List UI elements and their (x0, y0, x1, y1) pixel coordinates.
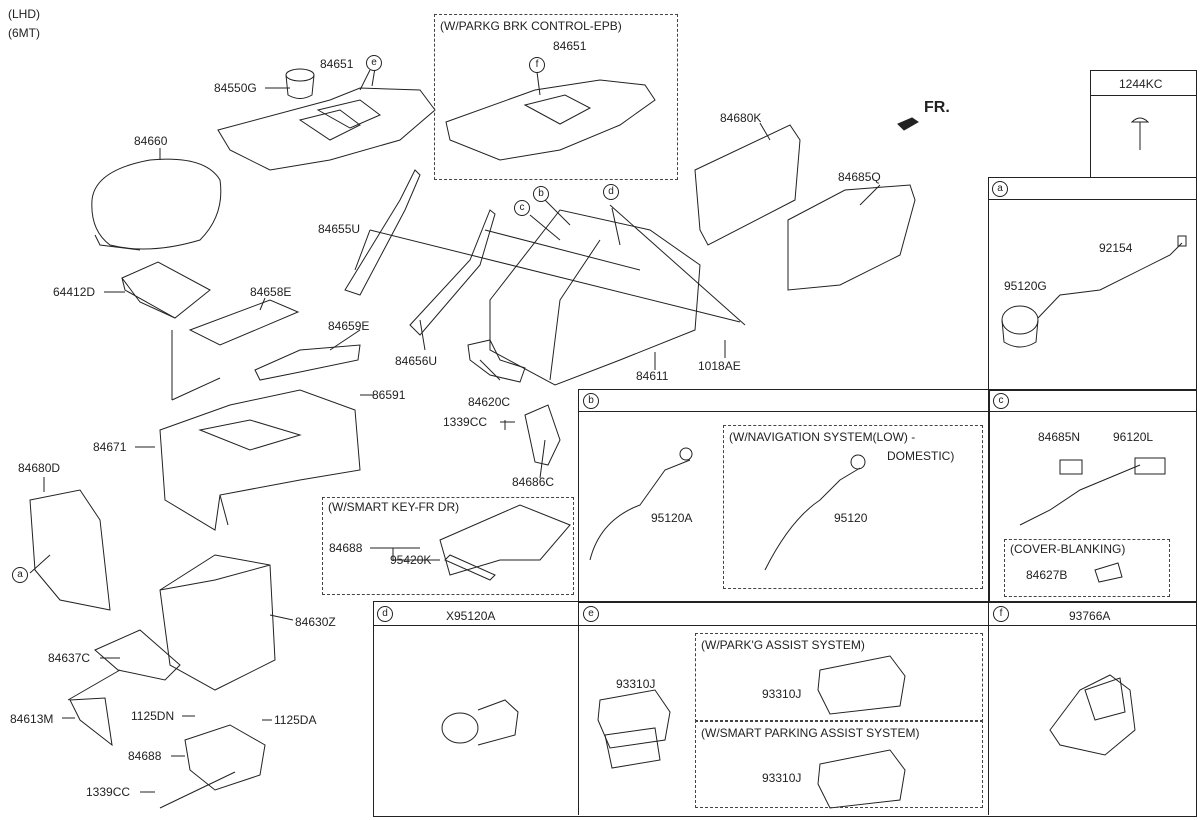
part-84686C: 84686C (512, 475, 555, 489)
part-84671: 84671 (93, 440, 127, 454)
part-93310J-park-assist: 93310J (762, 687, 802, 701)
part-84637C: 84637C (48, 651, 91, 665)
part-84659E: 84659E (328, 319, 370, 333)
part-84680D: 84680D (18, 461, 61, 475)
drive-side-label: (LHD) (8, 7, 40, 21)
panel-1244KC-title: 1244KC (1119, 77, 1163, 91)
part-95420K: 95420K (390, 553, 432, 567)
part-95120A: 95120A (651, 511, 693, 525)
smart-parking-variant-label: (W/SMART PARKING ASSIST SYSTEM) (701, 726, 920, 740)
cover-blanking-box (1004, 539, 1170, 597)
part-84658E: 84658E (250, 285, 292, 299)
part-84620C: 84620C (468, 395, 511, 409)
part-95120G: 95120G (1004, 279, 1047, 293)
panel-d-e-divider (578, 601, 579, 815)
part-84688-lower: 84688 (128, 749, 162, 763)
panel-a (988, 177, 1197, 391)
panel-c-letter: c (993, 393, 1009, 409)
part-84655U: 84655U (318, 222, 361, 236)
callout-f: f (529, 57, 545, 73)
smart-parking-variant-box (695, 720, 983, 808)
part-95120: 95120 (834, 511, 868, 525)
smart-key-variant-label: (W/SMART KEY-FR DR) (328, 500, 460, 514)
callout-d: d (603, 184, 619, 200)
part-1339CC-lower: 1339CC (86, 785, 131, 799)
panel-a-divider (988, 199, 1196, 200)
navigation-variant-box (723, 425, 983, 589)
lower-panels-frame (373, 601, 1197, 817)
front-direction-label: FR. (924, 99, 950, 116)
part-84630Z: 84630Z (295, 615, 336, 629)
panel-b-letter: b (583, 393, 599, 409)
transmission-label: (6MT) (8, 26, 40, 40)
part-86591: 86591 (372, 388, 406, 402)
panel-a-letter: a (992, 181, 1008, 197)
part-93310J-smart-parking: 93310J (762, 771, 802, 785)
panel-c (988, 389, 1197, 603)
part-84688-smart-key: 84688 (329, 541, 363, 555)
part-1125DN: 1125DN (131, 709, 175, 723)
park-assist-variant-label: (W/PARK'G ASSIST SYSTEM) (701, 638, 865, 652)
part-93310J: 93310J (616, 677, 656, 691)
epb-variant-box (434, 14, 678, 180)
part-84613M: 84613M (10, 712, 54, 726)
part-84651: 84651 (320, 57, 354, 71)
part-1125DA: 1125DA (274, 713, 317, 727)
part-84627B: 84627B (1026, 568, 1068, 582)
callout-e: e (366, 55, 382, 71)
panel-def-header-divider (373, 625, 1196, 626)
callout-a: a (12, 567, 28, 583)
part-84685Q: 84685Q (838, 170, 881, 184)
epb-variant-label: (W/PARKG BRK CONTROL-EPB) (440, 19, 622, 33)
callout-c: c (514, 200, 530, 216)
part-92154: 92154 (1099, 241, 1133, 255)
panel-d-letter: d (377, 606, 393, 622)
part-84550G: 84550G (214, 81, 257, 95)
part-84611: 84611 (636, 369, 669, 383)
part-84660: 84660 (134, 134, 168, 148)
part-84651-epb: 84651 (553, 39, 587, 53)
part-96120L: 96120L (1113, 430, 1154, 444)
part-1339CC-upper: 1339CC (443, 415, 488, 429)
callout-b: b (533, 186, 549, 202)
panel-f-letter: f (993, 606, 1009, 622)
part-1018AE: 1018AE (698, 359, 741, 373)
part-84656U: 84656U (395, 354, 438, 368)
panel-f-title: 93766A (1069, 609, 1111, 623)
part-84685N: 84685N (1038, 430, 1081, 444)
panel-b (578, 389, 990, 603)
panel-b-divider (578, 411, 1196, 412)
panel-e-letter: e (583, 606, 599, 622)
part-84680K: 84680K (720, 111, 762, 125)
panel-1244KC-divider (1090, 95, 1196, 96)
panel-e-f-divider (988, 601, 989, 815)
part-64412D: 64412D (53, 285, 96, 299)
smart-key-variant-box (322, 497, 574, 595)
panel-d-title: X95120A (446, 609, 496, 623)
park-assist-variant-box (695, 633, 983, 722)
navigation-variant-label-2: DOMESTIC) (887, 449, 955, 463)
cover-blanking-label: (COVER-BLANKING) (1010, 542, 1126, 556)
navigation-variant-label-1: (W/NAVIGATION SYSTEM(LOW) - (729, 430, 916, 444)
